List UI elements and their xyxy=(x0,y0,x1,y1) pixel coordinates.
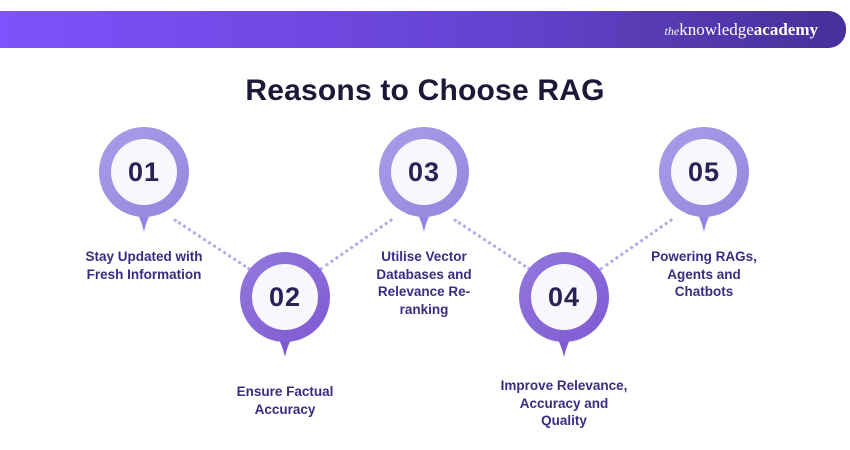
logo-pill: theknowledgeacademy xyxy=(616,11,846,48)
knowledge-academy-logo: theknowledgeacademy xyxy=(665,20,818,40)
marker-ring: 04 xyxy=(519,252,609,342)
marker-inner-circle: 05 xyxy=(671,139,737,205)
step-number: 02 xyxy=(268,281,302,312)
logo-knowledge: knowledge xyxy=(679,19,754,39)
step-marker-03: 03 xyxy=(379,127,469,251)
marker-ring: 05 xyxy=(659,127,749,217)
step-number: 04 xyxy=(547,281,581,312)
step-number: 03 xyxy=(407,156,441,187)
top-brand-bar: theknowledgeacademy xyxy=(0,11,846,48)
logo-academy: academy xyxy=(753,19,818,39)
step-label-02: Ensure Factual Accuracy xyxy=(236,384,334,417)
logo-the: the xyxy=(664,23,680,38)
marker-inner-circle: 01 xyxy=(111,139,177,205)
page-title: Reasons to Choose RAG xyxy=(245,74,605,107)
step-label-05: Powering RAGs, Agents and Chatbots xyxy=(651,249,757,300)
step-marker-04: 04 xyxy=(519,252,609,376)
marker-ring: 01 xyxy=(99,127,189,217)
step-label-03: Utilise Vector Databases and Relevance R… xyxy=(376,249,472,317)
step-number: 01 xyxy=(127,156,161,187)
marker-ring: 02 xyxy=(240,252,330,342)
step-marker-01: 01 xyxy=(99,127,189,251)
step-marker-02: 02 xyxy=(240,252,330,376)
marker-inner-circle: 03 xyxy=(391,139,457,205)
marker-inner-circle: 02 xyxy=(252,264,318,330)
step-label-01: Stay Updated with Fresh Information xyxy=(85,249,203,282)
step-marker-05: 05 xyxy=(659,127,749,251)
marker-inner-circle: 04 xyxy=(531,264,597,330)
step-number: 05 xyxy=(687,156,721,187)
marker-ring: 03 xyxy=(379,127,469,217)
step-label-04: Improve Relevance, Accuracy and Quality xyxy=(500,378,628,429)
